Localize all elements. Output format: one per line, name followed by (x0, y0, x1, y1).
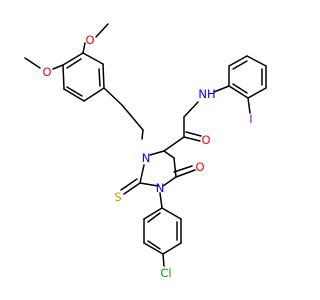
bond (66, 58, 82, 69)
bond (24, 57, 41, 69)
bond (228, 85, 249, 99)
bond (52, 64, 64, 70)
bond (102, 63, 105, 89)
bond (247, 97, 251, 114)
bond (159, 192, 163, 209)
atom-o-carbonyl: O (195, 160, 204, 174)
atom-label: I (249, 112, 252, 126)
atom-label: N (156, 181, 165, 195)
bond (213, 85, 230, 93)
molecule-structure: O O NH O I N N O S Cl (24, 23, 267, 280)
bond (173, 157, 177, 178)
bond (83, 87, 105, 102)
atom-label: O (85, 33, 94, 47)
bond (162, 242, 182, 255)
bond (123, 182, 141, 195)
bond (141, 129, 144, 140)
atom-nh-amide: NH (198, 87, 215, 101)
bond (183, 101, 199, 118)
atom-label: N (142, 151, 151, 165)
atom-label: O (195, 160, 204, 174)
bond (63, 88, 85, 102)
bond (175, 169, 196, 178)
bond (139, 182, 159, 187)
chlorophenyl-ring (143, 207, 182, 255)
bond (247, 87, 267, 99)
bond (232, 60, 248, 70)
bond (162, 176, 177, 187)
dimethoxyphenyl-ring (62, 52, 105, 102)
imidazolidine-ring (139, 150, 177, 187)
atom-sulfur: S (114, 190, 121, 204)
bond (246, 55, 267, 67)
bond (185, 131, 202, 137)
bond (103, 87, 123, 106)
atom-n-ring-upper: N (142, 151, 151, 165)
atom-n-ring-lower: N (156, 181, 165, 195)
bond (95, 23, 109, 38)
bond (66, 86, 83, 97)
bond (143, 207, 163, 220)
atom-label: S (114, 190, 121, 204)
bond (228, 55, 248, 67)
bond (120, 178, 138, 191)
bond (98, 68, 101, 87)
bond (163, 136, 185, 152)
bond (232, 83, 248, 94)
bond (62, 52, 84, 66)
bond (82, 52, 104, 65)
bond (162, 253, 165, 267)
bond (149, 150, 165, 156)
bond (121, 104, 144, 131)
bond (161, 207, 182, 220)
structure-drawing: O O NH O I N N O S Cl (24, 23, 267, 280)
atom-chlorine: Cl (160, 266, 171, 280)
bond (62, 64, 65, 90)
atom-label: NH (198, 87, 215, 101)
bond (147, 240, 161, 250)
bond (139, 164, 145, 184)
bond (163, 150, 175, 159)
atom-o-methoxy-left: O (42, 65, 51, 79)
bond (173, 165, 193, 173)
atom-label: Cl (160, 266, 171, 280)
iodophenyl-ring (228, 55, 267, 99)
atom-label: O (201, 133, 210, 147)
atom-iodine: I (249, 112, 252, 126)
atom-label: O (42, 65, 51, 79)
atom-o-amide: O (201, 133, 210, 147)
bond (147, 212, 161, 223)
bond (183, 136, 201, 142)
bond (143, 242, 164, 255)
bond (82, 42, 86, 54)
atom-o-methoxy-upper: O (85, 33, 94, 47)
